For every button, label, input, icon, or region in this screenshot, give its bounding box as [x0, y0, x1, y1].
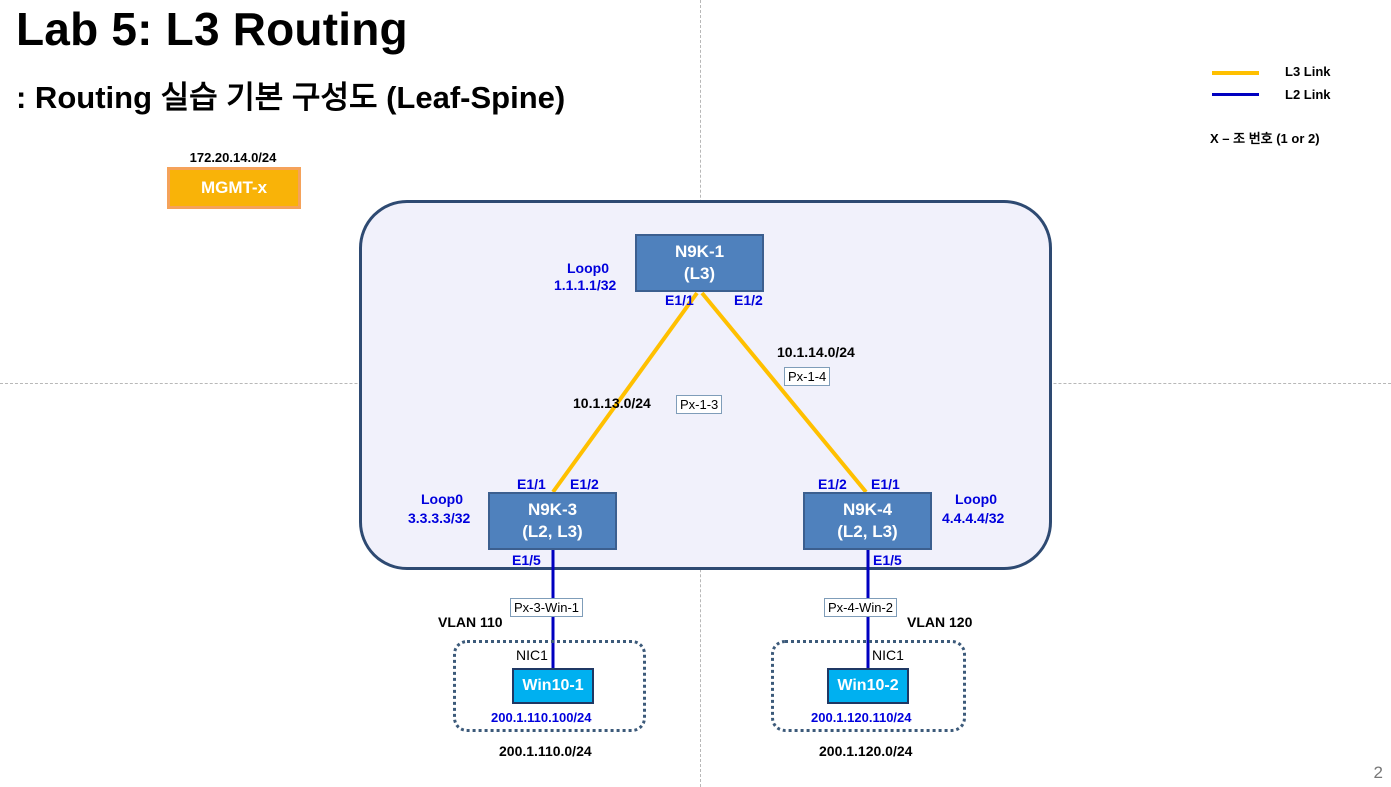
spine-loopback-ip: 1.1.1.1/32: [554, 277, 617, 293]
switch-n9k-3: N9K-3 (L2, L3): [488, 492, 617, 550]
host-name: Win10-1: [522, 677, 584, 694]
l2-link-legend-line: [1212, 93, 1259, 96]
n9k-3-port-e1-1: E1/1: [517, 476, 546, 492]
slide-subtitle: : Routing 실습 기본 구성도 (Leaf-Spine): [16, 80, 566, 115]
group-number-note: X – 조 번호 (1 or 2): [1210, 131, 1320, 146]
host-left-ip: 200.1.110.100/24: [491, 710, 592, 725]
n9k-3-loopback-label: Loop0: [421, 491, 463, 507]
page-number: 2: [1373, 763, 1383, 782]
link-left-tag: Px-1-3: [676, 395, 723, 414]
switch-name: N9K-4: [842, 500, 893, 519]
slide-title: Lab 5: L3 Routing: [16, 3, 408, 55]
host-win10-2: Win10-2: [827, 668, 909, 704]
host-right-nic: NIC1: [872, 647, 904, 663]
n9k-4-port-e1-1: E1/1: [871, 476, 900, 492]
spine-port-e1-2: E1/2: [734, 292, 763, 308]
host-left-link-tag: Px-3-Win-1: [510, 598, 584, 617]
host-name: Win10-2: [837, 677, 899, 694]
l3-link-legend-label: L3 Link: [1285, 64, 1331, 79]
n9k-4-port-e1-2: E1/2: [818, 476, 847, 492]
host-win10-1: Win10-1: [512, 668, 594, 704]
link-right-tag: Px-1-4: [784, 367, 831, 386]
switch-role: (L2, L3): [837, 522, 898, 541]
n9k-3-port-e1-5: E1/5: [512, 552, 541, 568]
switch-role: (L3): [683, 264, 716, 283]
n9k-4-port-e1-5: E1/5: [873, 552, 902, 568]
n9k-4-loopback-ip: 4.4.4.4/32: [942, 510, 1005, 526]
link-left-subnet: 10.1.13.0/24: [573, 395, 651, 411]
host-right-group: [771, 640, 966, 732]
host-left-group: [453, 640, 646, 732]
mgmt-label: MGMT-x: [200, 178, 268, 197]
mgmt-network-label: 172.20.14.0/24: [189, 150, 277, 165]
host-right-ip: 200.1.120.110/24: [811, 710, 912, 725]
mgmt-box: MGMT-x: [167, 167, 301, 209]
host-left-vlan: VLAN 110: [438, 614, 503, 630]
switch-name: N9K-3: [527, 500, 578, 519]
host-right-vlan: VLAN 120: [907, 614, 973, 630]
n9k-3-port-e1-2: E1/2: [570, 476, 599, 492]
host-right-network: 200.1.120.0/24: [819, 743, 913, 759]
l2-link-legend-label: L2 Link: [1285, 87, 1331, 102]
l3-link-spine-to-n9k3: [551, 291, 699, 494]
l3-link-spine-to-n9k4: [700, 291, 868, 494]
host-right-link-tag: Px-4-Win-2: [824, 598, 898, 617]
l3-link-legend-line: [1212, 71, 1259, 75]
switch-name: N9K-1: [674, 242, 725, 261]
link-right-subnet: 10.1.14.0/24: [777, 344, 855, 360]
switch-n9k-4: N9K-4 (L2, L3): [803, 492, 932, 550]
n9k-3-loopback-ip: 3.3.3.3/32: [408, 510, 471, 526]
spine-loopback-label: Loop0: [567, 260, 609, 276]
host-left-network: 200.1.110.0/24: [499, 743, 592, 759]
host-left-nic: NIC1: [516, 647, 548, 663]
switch-role: (L2, L3): [522, 522, 583, 541]
spine-port-e1-1: E1/1: [665, 292, 694, 308]
n9k-4-loopback-label: Loop0: [955, 491, 997, 507]
switch-n9k-1: N9K-1 (L3): [635, 234, 764, 292]
